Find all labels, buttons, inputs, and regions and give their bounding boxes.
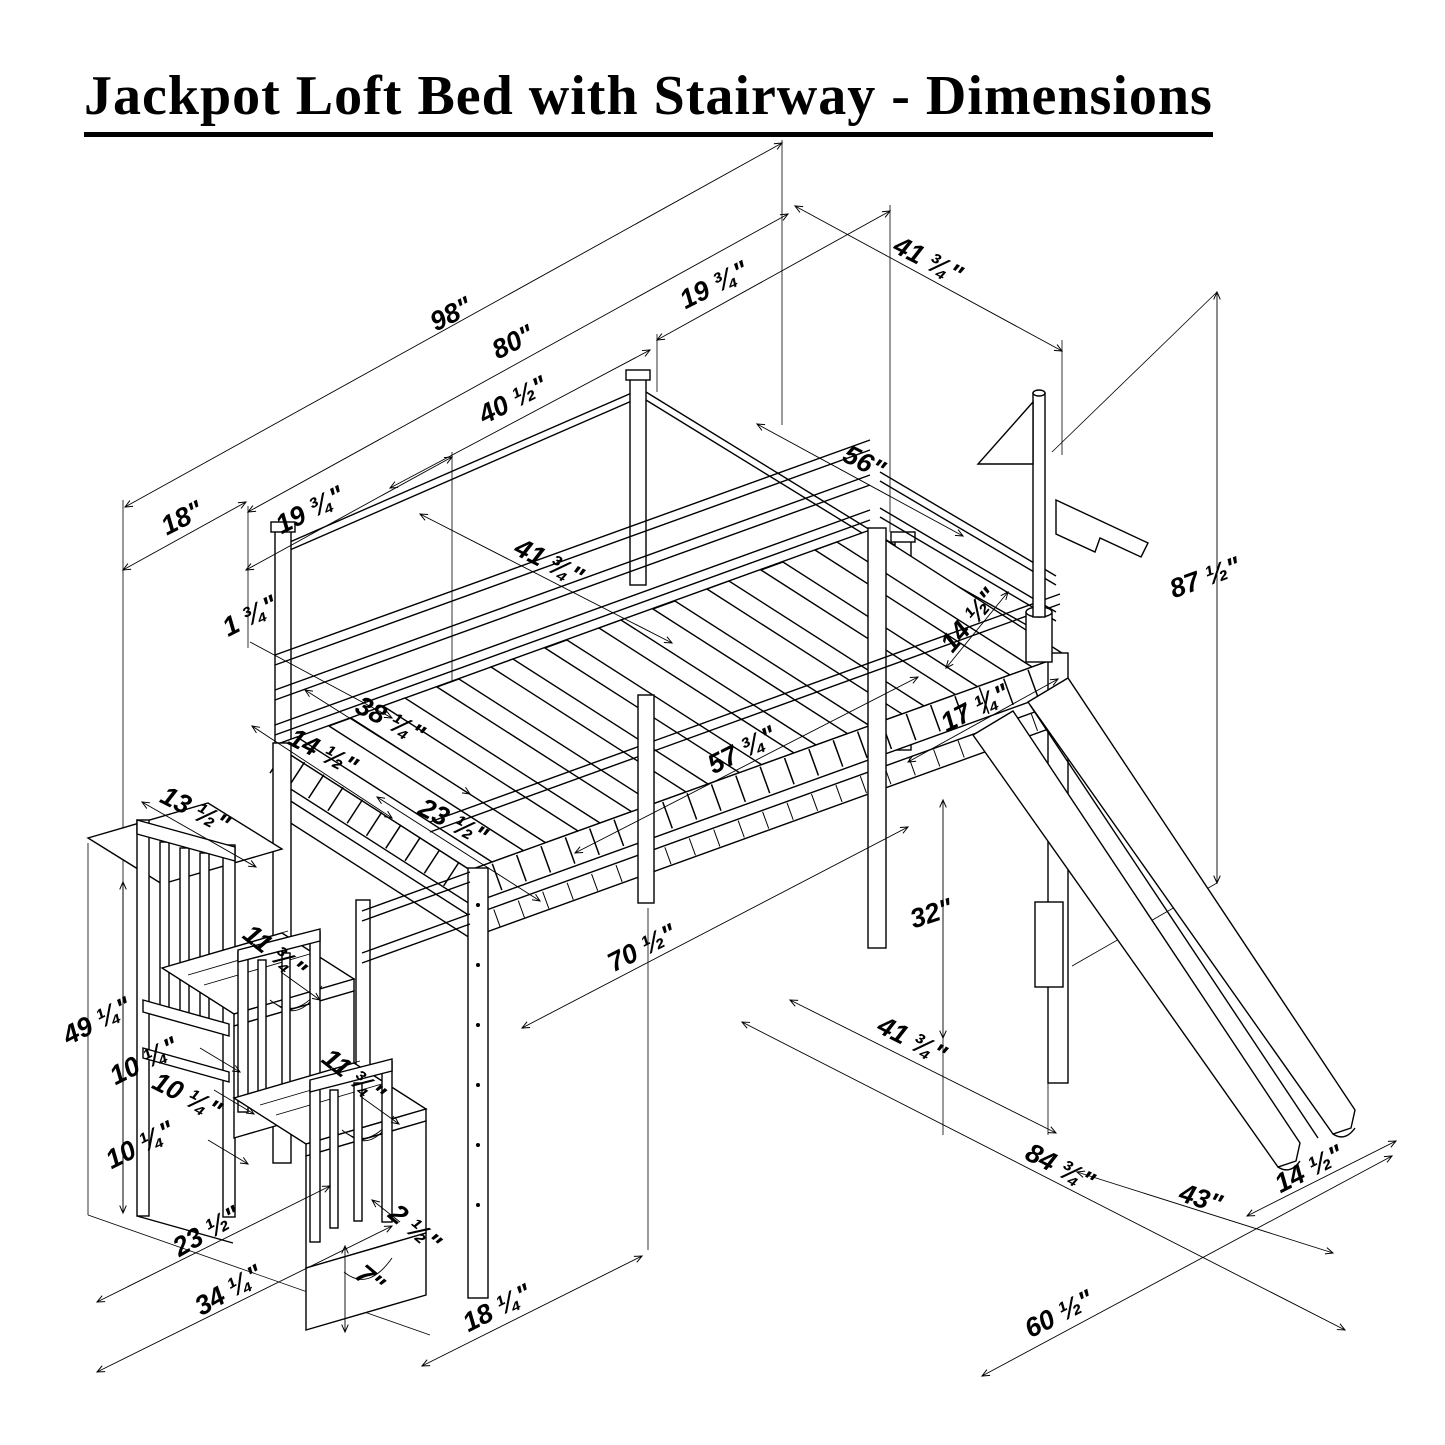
- label-slide-run: 43": [1175, 1177, 1227, 1219]
- label-top-end-offset: 19 ¾": [675, 255, 755, 315]
- dim-line-head-gap: [945, 591, 1009, 669]
- dim-line-front-guardrail: [375, 796, 542, 902]
- label-under-bed-clearance: 32": [906, 892, 957, 934]
- dim-line-riser-1: [199, 1047, 242, 1073]
- label-guardrail-length: 41 ¾": [509, 532, 589, 593]
- dim-line-step-width: [420, 1255, 644, 1367]
- dimension-lines: [95, 142, 1398, 1377]
- slide: [971, 677, 1356, 1171]
- label-stair-side-offset: 18": [156, 494, 209, 541]
- canopy-post-back: [629, 377, 647, 586]
- dim-line-riser-2: [213, 1089, 256, 1115]
- dim-line-tread-depth-1: [280, 971, 321, 1001]
- dim-line-canopy-rail-left: [388, 349, 652, 489]
- dim-line-footprint-length: [740, 1021, 1347, 1331]
- label-bed-length: 80": [487, 318, 540, 365]
- label-stair-rail-height: 49 ¼": [57, 991, 137, 1052]
- dim-line-slat-span: [573, 676, 920, 854]
- label-head-end-width: 41 ¾": [888, 230, 968, 291]
- label-deck-height: 70 ½": [603, 918, 683, 978]
- stair-step-low: [232, 1058, 428, 1269]
- flag-icon: [976, 400, 1034, 465]
- slide-support-leg: [1034, 901, 1064, 988]
- label-stair-depth: 23 ½": [167, 1199, 247, 1263]
- dim-line-stair-side-offset: [121, 501, 248, 571]
- front-guard-post: [637, 694, 655, 904]
- post-back-right: [867, 527, 887, 949]
- flag-pole-holder: [1025, 611, 1053, 663]
- dim-line-deck-height: [520, 826, 910, 1029]
- hanger-bracket: [1055, 498, 1149, 558]
- flag-assembly: [976, 389, 1149, 663]
- slide-rail-near: [971, 710, 1301, 1168]
- dim-line-head-rail-height: [906, 678, 1060, 763]
- flag-pole: [1032, 392, 1046, 618]
- label-left-end-offset: 19 ¾": [271, 480, 351, 540]
- stair-balustrade-top: [136, 819, 236, 1244]
- dim-line-canopy-rail-right: [755, 423, 965, 537]
- dim-line-footprint-width: [980, 1155, 1394, 1377]
- dim-line-top-end-offset: [655, 210, 892, 341]
- canopy-post-left: [274, 529, 292, 746]
- label-overall-height: 87 ½": [1166, 551, 1246, 605]
- dim-line-foot-rail-height: [250, 725, 394, 819]
- label-rail-thickness: 1 ¾": [217, 589, 283, 643]
- dim-line-riser-3: [207, 1139, 250, 1165]
- label-footprint-length: 84 ¾": [1021, 1137, 1101, 1197]
- dim-line-left-end-offset: [244, 456, 454, 571]
- page-title: Jackpot Loft Bed with Stairway - Dimensi…: [84, 64, 1213, 137]
- label-canopy-rail-left: 40 ½": [473, 370, 553, 431]
- dim-line-tread-depth-2: [359, 1095, 400, 1125]
- label-stair-total-depth: 34 ¼": [189, 1258, 268, 1321]
- dim-line-step-lip: [371, 1199, 401, 1223]
- label-overall-length: 98": [425, 290, 478, 337]
- dim-line-bed-length: [246, 213, 790, 513]
- slide-rail-far: [1026, 677, 1356, 1135]
- dim-line-head-end-width: [793, 205, 1064, 352]
- dim-line-guardrail-length: [418, 513, 674, 644]
- dim-line-stair-rail-width: [140, 801, 258, 868]
- label-canopy-rail-right: 56": [838, 439, 891, 486]
